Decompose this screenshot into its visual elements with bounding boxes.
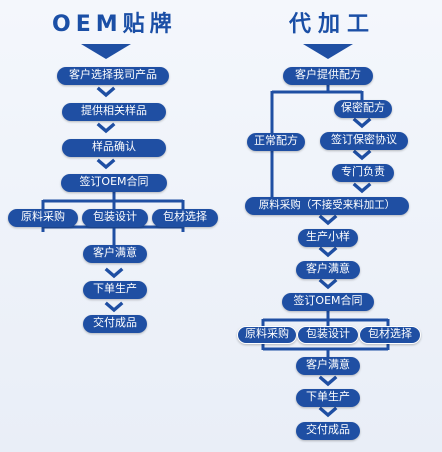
left-step-satisfied: 客户满意 (83, 245, 147, 263)
left-branch-raw-material: 原料采购 (8, 209, 78, 227)
right-step-production: 下单生产 (296, 389, 360, 407)
left-step-sample-confirm: 样品确认 (62, 139, 166, 157)
right-title-arrow (303, 44, 353, 59)
right-step-sample-production: 生产小样 (298, 229, 358, 247)
right-step-provide-formula: 客户提供配方 (283, 67, 373, 85)
right-step-raw-material-purchase: 原料采购（不接受来料加工） (245, 197, 409, 215)
right-branch-packaging-design: 包装设计 (297, 326, 359, 344)
right-step-satisfied-2: 客户满意 (296, 357, 360, 375)
left-title-arrow (81, 44, 131, 59)
right-chevron-4 (318, 375, 338, 387)
left-chevron-5 (104, 301, 124, 313)
right-step-deliver: 交付成品 (296, 422, 360, 440)
left-chevron-4 (104, 267, 124, 279)
right-chevron-3 (318, 278, 338, 290)
left-step-select-product: 客户选择我司产品 (57, 67, 169, 85)
left-chevron-3 (96, 158, 116, 170)
right-step-regular-formula: 正常配方 (247, 133, 305, 151)
right-branch-packaging-material: 包材选择 (359, 326, 421, 344)
right-step-confidential-formula: 保密配方 (334, 100, 392, 118)
left-title: OEM贴牌 (52, 12, 177, 37)
right-step-dedicated: 专门负责 (332, 164, 394, 182)
left-chevron-1 (96, 86, 116, 98)
right-chevron-1 (318, 214, 338, 226)
left-branch-packaging-material: 包材选择 (152, 209, 218, 227)
right-title: 代加工 (289, 12, 377, 37)
right-step-satisfied-1: 客户满意 (296, 261, 360, 279)
left-branch-packaging-design: 包装设计 (82, 209, 148, 227)
right-chevron-c1 (352, 117, 372, 129)
left-step-provide-samples: 提供相关样品 (62, 103, 166, 121)
left-step-sign-contract: 签订OEM合同 (61, 174, 167, 192)
left-step-deliver: 交付成品 (83, 315, 147, 333)
right-chevron-2 (318, 246, 338, 258)
left-chevron-2 (96, 122, 116, 134)
right-chevron-c2 (352, 149, 372, 161)
right-branch-raw-material: 原料采购 (237, 326, 297, 344)
right-step-sign-contract: 签订OEM合同 (282, 293, 374, 311)
right-chevron-5 (318, 406, 338, 418)
right-chevron-c3 (352, 182, 372, 194)
right-step-sign-nda: 签订保密协议 (320, 132, 408, 150)
left-step-production: 下单生产 (83, 281, 147, 299)
